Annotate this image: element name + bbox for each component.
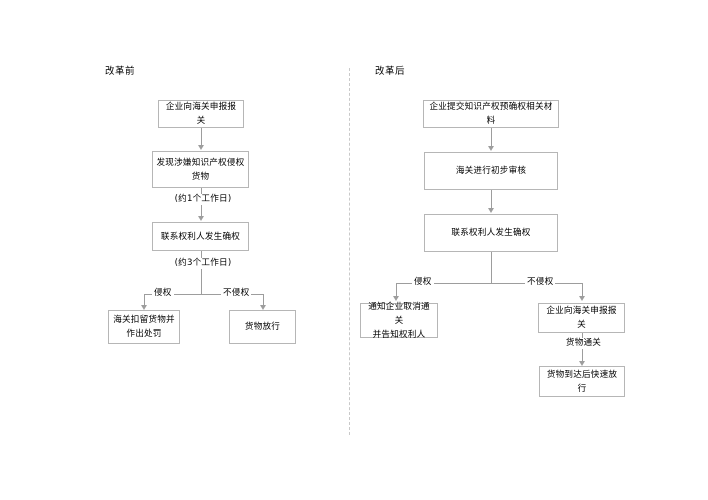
node-before-found-infringing-goods: 发现涉嫌知识产权侵权 货物 — [152, 151, 249, 188]
panel-divider — [349, 68, 350, 435]
connector-after-split-horizontal — [396, 283, 582, 284]
arrowhead-a2-a3 — [487, 208, 494, 213]
node-after-fast-release-on-arrival: 货物到达后快速放行 — [539, 366, 625, 397]
connector-a2-a3 — [490, 190, 492, 209]
connector-before-split-horizontal — [144, 294, 263, 295]
connector-after-branch-left — [396, 283, 397, 297]
node-before-declare-customs: 企业向海关申报报关 — [158, 100, 244, 128]
arrowhead-before-branch-right — [259, 305, 266, 310]
node-after-notify-cancel-clearance: 通知企业取消通关 并告知权利人 — [360, 302, 438, 340]
connector-b3-split — [200, 251, 202, 294]
connector-a3-split — [490, 252, 492, 283]
arrowhead-after-branch-right — [578, 296, 585, 301]
arrowhead-b1-b2 — [197, 145, 204, 150]
arrowhead-before-branch-left — [141, 305, 147, 310]
node-before-contact-rights-holder: 联系权利人发生确权 — [152, 222, 249, 251]
edge-label-after-infringing: 侵权 — [412, 277, 434, 288]
node-after-submit-preconfirmation-materials: 企业提交知识产权预确权相关材料 — [423, 100, 559, 128]
node-before-detain-and-penalize: 海关扣留货物并 作出处罚 — [108, 310, 180, 344]
edge-label-goods-clearance: 货物通关 — [555, 338, 612, 349]
edge-label-after-non-infringing: 不侵权 — [525, 277, 556, 288]
arrowhead-a5-a6 — [578, 361, 585, 366]
arrowhead-after-branch-left — [393, 296, 399, 301]
connector-b1-b2 — [200, 128, 202, 146]
node-after-declare-customs: 企业向海关申报报关 — [538, 303, 625, 333]
connector-after-branch-right — [581, 283, 583, 297]
panel-title-before: 改革前 — [105, 66, 136, 77]
panel-title-after: 改革后 — [375, 66, 406, 77]
edge-label-before-non-infringing: 不侵权 — [221, 288, 252, 299]
node-before-release-goods: 货物放行 — [229, 310, 296, 344]
node-after-customs-initial-review: 海关进行初步审核 — [424, 152, 558, 190]
arrowhead-a1-a2 — [487, 146, 494, 151]
edge-label-before-infringing: 侵权 — [152, 288, 174, 299]
node-after-contact-rights-holder: 联系权利人发生确权 — [424, 214, 558, 252]
connector-before-branch-left — [144, 294, 145, 306]
arrowhead-b2-b3 — [197, 216, 204, 221]
connector-before-branch-right — [262, 294, 264, 306]
edge-label-three-working-days: (约3个工作日) — [167, 258, 239, 269]
connector-a1-a2 — [490, 128, 492, 147]
edge-label-one-working-day: (约1个工作日) — [167, 194, 239, 205]
